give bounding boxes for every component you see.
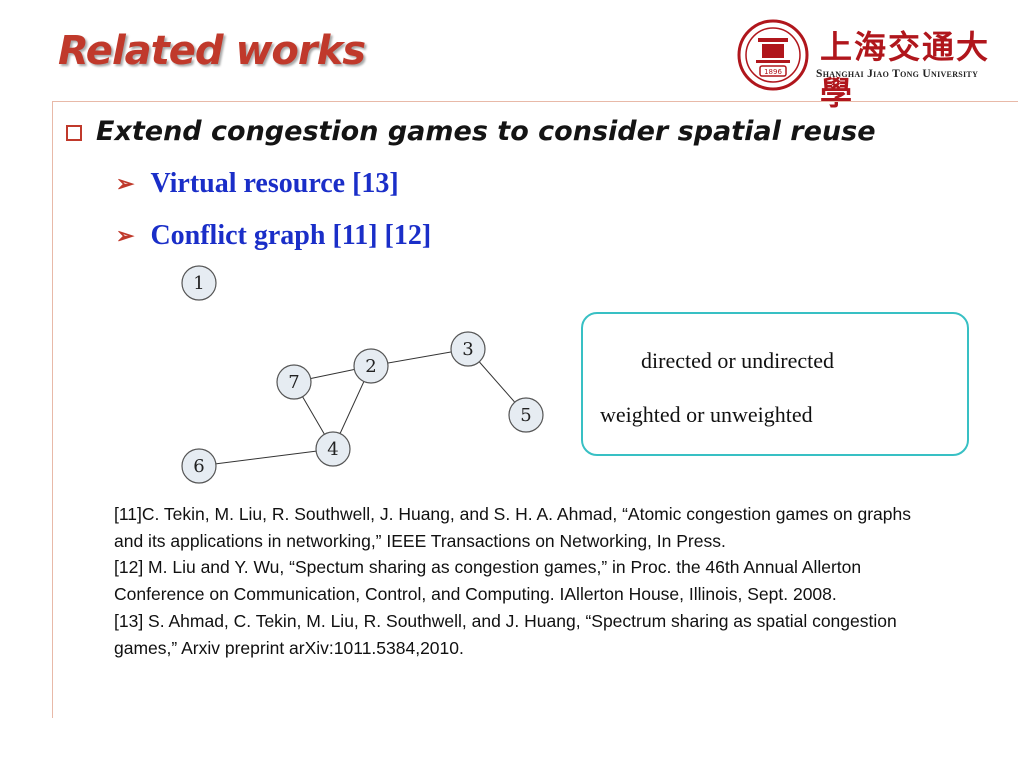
graph-node-3: 3 (450, 331, 486, 367)
university-logo: 1896 上海交通大學 Shanghai Jiao Tong Universit… (736, 18, 998, 112)
node-label: 7 (288, 372, 299, 393)
graph-node-7: 7 (276, 364, 312, 400)
graph-node-6: 6 (181, 448, 217, 484)
graph-property-direction: directed or undirected (641, 348, 835, 373)
sub-bullet-virtual-resource: ➢ Virtual resource [13] (116, 168, 399, 200)
slide-title: Related works (58, 28, 366, 74)
university-seal-icon: 1896 (737, 19, 809, 91)
graph-node-4: 4 (315, 431, 351, 467)
edge-4-6 (198, 448, 334, 467)
arrow-bullet-icon: ➢ (116, 223, 135, 248)
sub-bullet-conflict-graph: ➢ Conflict graph [11] [12] (116, 220, 431, 252)
node-label: 4 (327, 439, 338, 460)
arrow-bullet-icon: ➢ (116, 171, 135, 196)
seal-year: 1896 (764, 68, 782, 76)
main-bullet: Extend congestion games to consider spat… (66, 116, 876, 147)
header-divider (52, 101, 1018, 102)
main-bullet-text: Extend congestion games to consider spat… (96, 116, 876, 147)
conflict-graph-diagram: 1 2 3 4 5 6 7 (181, 265, 544, 484)
square-bullet-icon (66, 124, 82, 141)
reference-11: [11]C. Tekin, M. Liu, R. Southwell, J. H… (114, 504, 911, 551)
reference-12: [12] M. Liu and Y. Wu, “Spectum sharing … (114, 557, 862, 605)
graph-node-2: 2 (353, 348, 389, 384)
node-label: 5 (520, 405, 531, 426)
left-divider (52, 101, 53, 718)
logo-english-name: Shanghai Jiao Tong University (816, 68, 979, 80)
graph-property-weight: weighted or unweighted (600, 402, 813, 427)
graph-properties-box: directed or undirected weighted or unwei… (581, 312, 969, 456)
node-label: 1 (193, 273, 204, 294)
node-label: 3 (462, 339, 473, 360)
references-list: [11]C. Tekin, M. Liu, R. Southwell, J. H… (114, 501, 914, 661)
node-label: 6 (193, 456, 204, 477)
graph-node-1: 1 (181, 265, 217, 301)
logo-chinese-name: 上海交通大學 (820, 28, 991, 112)
sub-bullet-text: Virtual resource [13] (150, 168, 399, 199)
node-label: 2 (365, 356, 376, 377)
reference-13: [13] S. Ahmad, C. Tekin, M. Liu, R. Sout… (114, 610, 897, 658)
graph-node-5: 5 (508, 397, 544, 433)
sub-bullet-text: Conflict graph [11] [12] (150, 220, 432, 251)
